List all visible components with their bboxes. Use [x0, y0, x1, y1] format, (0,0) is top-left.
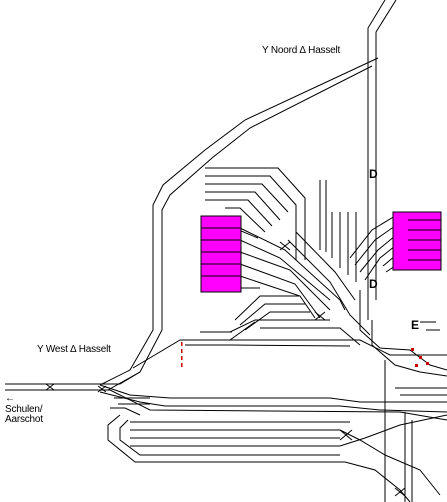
label-d-lower: D: [369, 277, 378, 291]
platform-west: [200, 215, 242, 293]
label-y-west-hasselt: Y West ∆ Hasselt: [37, 344, 111, 355]
label-e: E: [411, 318, 419, 332]
label-arrow-left: ←: [5, 393, 15, 404]
label-aarschot: Aarschot: [5, 414, 43, 425]
label-schulen: Schulen/: [5, 404, 43, 415]
label-d-upper: D: [369, 167, 378, 181]
switch-markers: [45, 241, 406, 497]
label-y-noord-hasselt: Y Noord ∆ Hasselt: [262, 45, 341, 56]
platform-blocks: [200, 211, 442, 293]
platform-east: [392, 211, 442, 271]
signal-markers: [181, 342, 429, 367]
track-lines: [5, 0, 447, 502]
